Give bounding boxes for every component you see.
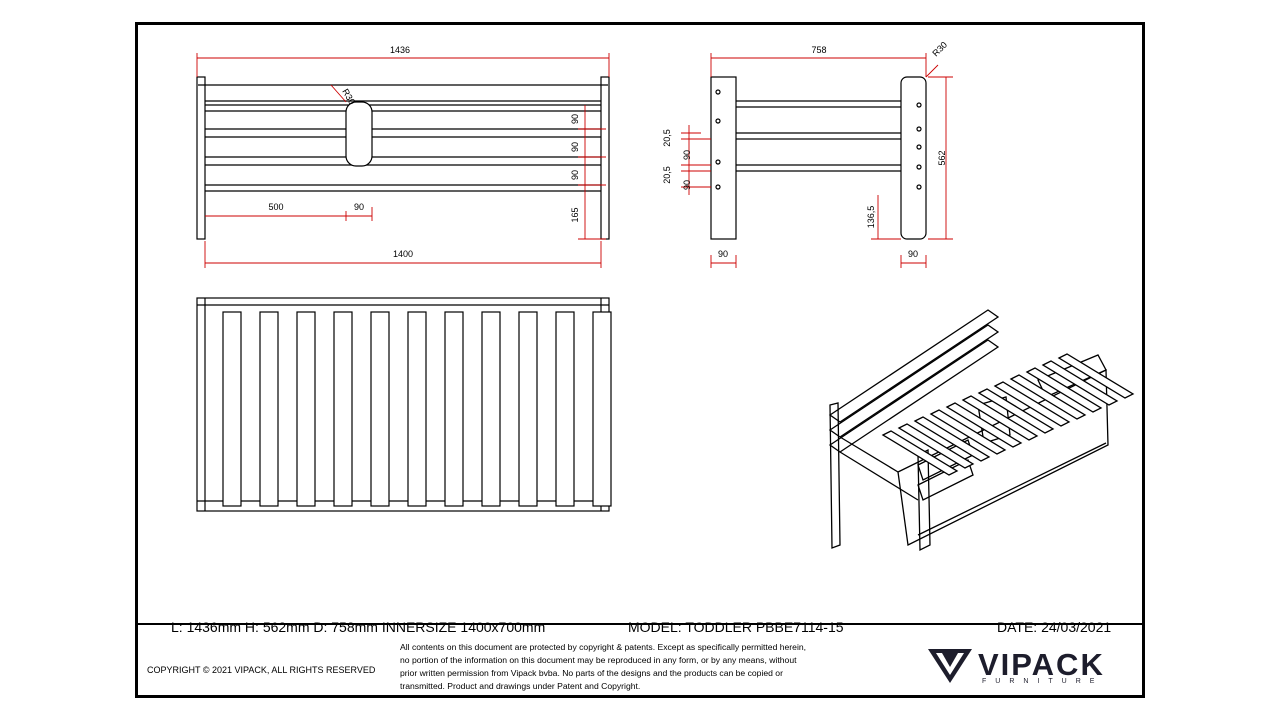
slat	[444, 311, 464, 507]
dim-side-post-right: 90	[908, 249, 918, 259]
drawing-sheet: 1436 R30 500 90 1400 90 90 90 165 758 R3…	[135, 22, 1145, 698]
slat	[555, 311, 575, 507]
iso-slat	[1057, 353, 1135, 399]
iso-slat	[929, 409, 1007, 455]
dimension-labels: 1436 R30 500 90 1400 90 90 90 165 758 R3…	[268, 40, 949, 259]
legal-line: no portion of the information on this do…	[400, 655, 797, 665]
dim-side-depth: 758	[811, 45, 826, 55]
slat	[592, 311, 612, 507]
dim-inner-length: 1400	[393, 249, 413, 259]
iso-slat	[881, 430, 959, 476]
dim-post: 90	[354, 202, 364, 212]
iso-slats-group	[881, 353, 1135, 476]
title-block: COPYRIGHT © 2021 VIPACK, ALL RIGHTS RESE…	[138, 623, 1142, 695]
slat	[296, 311, 316, 507]
vipack-logo: VIPACK FURNITURE	[928, 647, 1128, 687]
technical-drawing	[196, 53, 1135, 552]
legal-line: transmitted. Product and drawings under …	[400, 681, 641, 691]
copyright-text: COPYRIGHT © 2021 VIPACK, ALL RIGHTS RESE…	[147, 665, 376, 675]
legal-notice: All contents on this document are protec…	[400, 641, 860, 693]
front-view	[196, 76, 610, 240]
top-view	[196, 297, 612, 512]
side-view	[710, 76, 927, 240]
iso-slat	[1009, 374, 1087, 420]
dim-board-1: 90	[570, 114, 580, 124]
dim-board-2: 90	[570, 142, 580, 152]
dim-ground: 165	[570, 207, 580, 222]
slat	[222, 311, 242, 507]
dim-side-ground: 136,5	[866, 206, 876, 229]
side-dimensions	[681, 53, 953, 268]
legal-line: prior written permission from Vipack bvb…	[400, 668, 783, 678]
slat	[333, 311, 353, 507]
iso-slat	[945, 402, 1023, 448]
dim-side-height: 562	[937, 150, 947, 165]
dim-board-3: 90	[570, 170, 580, 180]
iso-slat	[1041, 360, 1119, 406]
legal-line: All contents on this document are protec…	[400, 642, 807, 652]
iso-slat	[913, 416, 991, 462]
iso-slat	[977, 388, 1055, 434]
dim-radius-front: R30	[340, 87, 357, 106]
dim-side-post-left: 90	[718, 249, 728, 259]
slat	[259, 311, 279, 507]
slat	[518, 311, 538, 507]
slats-group	[222, 311, 612, 507]
dim-overall-length: 1436	[390, 45, 410, 55]
slat	[407, 311, 427, 507]
front-dimensions	[196, 53, 610, 268]
vipack-logo-mark-icon	[928, 649, 972, 683]
logo-word: VIPACK	[978, 647, 1105, 682]
isometric-view	[828, 309, 1135, 552]
dim-side-gap-2: 20,5	[662, 166, 672, 184]
dim-side-board-1: 90	[682, 150, 692, 160]
slat	[481, 311, 501, 507]
dim-side-board-2: 90	[682, 180, 692, 190]
iso-slat	[1025, 367, 1103, 413]
iso-slat	[897, 423, 975, 469]
slat	[370, 311, 390, 507]
dim-side-gap-1: 20,5	[662, 129, 672, 147]
logo-subtitle: FURNITURE	[982, 678, 1104, 685]
iso-slat	[961, 395, 1039, 441]
dim-offset: 500	[268, 202, 283, 212]
iso-slat	[993, 381, 1071, 427]
dim-radius-side: R30	[930, 40, 949, 59]
